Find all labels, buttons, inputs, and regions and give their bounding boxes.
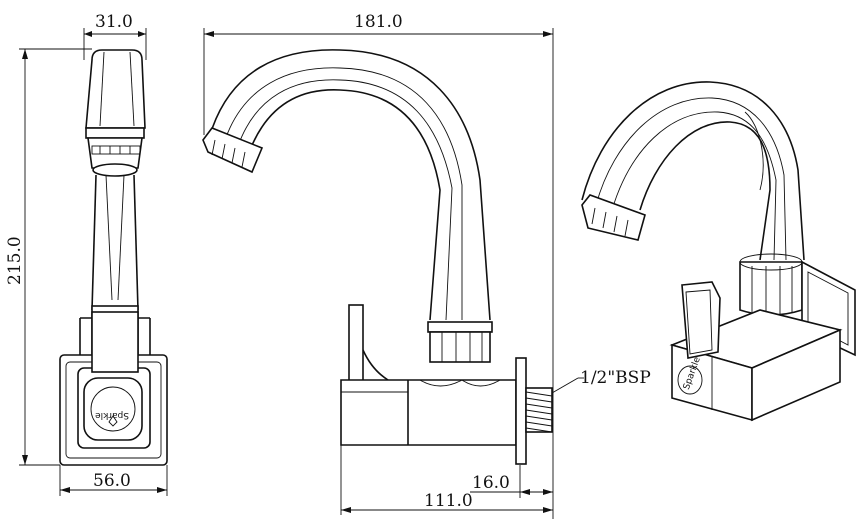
dimension-111: 111.0 bbox=[340, 445, 553, 515]
thread-lines bbox=[525, 391, 553, 433]
front-view bbox=[202, 49, 553, 465]
logo-text: Sparkle bbox=[95, 410, 129, 420]
thread-callout: 1/2"BSP bbox=[551, 368, 651, 394]
side-view: Sparkle bbox=[59, 49, 168, 466]
dimension-16: 16.0 bbox=[470, 465, 553, 498]
dimension-31: 31.0 bbox=[83, 12, 147, 60]
dimension-56-label: 56.0 bbox=[93, 471, 131, 491]
dimension-56: 56.0 bbox=[59, 465, 168, 496]
dimension-181-label: 181.0 bbox=[354, 12, 403, 32]
dimension-215: 215.0 bbox=[5, 48, 92, 466]
dimension-215-label: 215.0 bbox=[5, 236, 25, 285]
dimension-16-label: 16.0 bbox=[472, 473, 510, 493]
thread-spec-label: 1/2"BSP bbox=[580, 368, 651, 388]
dimension-31-label: 31.0 bbox=[95, 12, 133, 32]
dimension-111-label: 111.0 bbox=[424, 491, 473, 511]
isometric-view: Sparkle bbox=[581, 81, 856, 422]
dimension-181: 181.0 bbox=[203, 12, 554, 519]
